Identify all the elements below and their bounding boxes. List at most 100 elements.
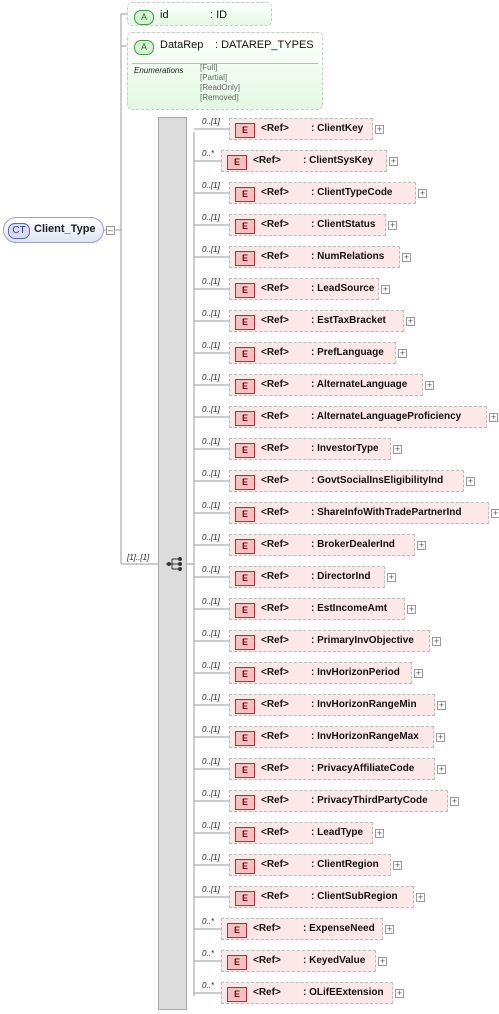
element-name: : PrefLanguage: [311, 347, 384, 358]
element-node[interactable]: E<Ref>: ShareInfoWithTradePartnerInd: [229, 502, 489, 524]
complex-type-node[interactable]: CT Client_Type: [3, 217, 104, 243]
expand-icon[interactable]: +: [375, 124, 384, 134]
expand-icon[interactable]: +: [388, 220, 397, 230]
element-name: : KeyedValue: [303, 955, 366, 966]
element-cardinality: 0..[1]: [202, 885, 220, 894]
expand-icon[interactable]: +: [450, 796, 459, 806]
element-badge: E: [235, 667, 255, 682]
element-badge: E: [235, 443, 255, 458]
expand-icon[interactable]: +: [381, 284, 390, 294]
element-node[interactable]: E<Ref>: ClientSysKey: [221, 150, 387, 172]
element-node[interactable]: E<Ref>: KeyedValue: [221, 950, 376, 972]
expand-icon[interactable]: +: [436, 732, 445, 742]
expand-icon[interactable]: +: [387, 572, 396, 582]
expand-icon[interactable]: +: [402, 252, 411, 262]
expand-icon[interactable]: +: [389, 156, 398, 166]
element-cardinality: 0..*: [202, 949, 215, 958]
attribute-id[interactable]: A id : ID: [127, 2, 272, 26]
element-node[interactable]: E<Ref>: PrefLanguage: [229, 342, 396, 364]
expand-icon[interactable]: +: [466, 476, 475, 486]
attribute-badge: A: [134, 10, 154, 25]
expand-icon[interactable]: +: [385, 924, 394, 934]
expand-icon[interactable]: +: [417, 540, 426, 550]
element-node[interactable]: E<Ref>: InvHorizonRangeMax: [229, 726, 434, 748]
expand-icon[interactable]: +: [395, 988, 404, 998]
expand-icon[interactable]: +: [407, 604, 416, 614]
sequence-cardinality: [1]..[1]: [127, 553, 150, 562]
element-ref-label: <Ref>: [261, 123, 289, 134]
element-node[interactable]: E <Ref> : InvHorizonPeriod: [229, 662, 412, 684]
element-node[interactable]: E<Ref>: EstTaxBracket: [229, 310, 404, 332]
element-name: : InvestorType: [311, 443, 379, 454]
expand-icon[interactable]: +: [375, 828, 384, 838]
element-ref-label: <Ref>: [261, 315, 289, 326]
expand-icon[interactable]: +: [437, 764, 446, 774]
element-node[interactable]: E<Ref>: ClientKey: [229, 118, 373, 140]
element-node[interactable]: E<Ref>: EstIncomeAmt: [229, 598, 405, 620]
element-node[interactable]: E<Ref>: GovtSocialInsEligibilityInd: [229, 470, 464, 492]
element-badge: E: [227, 987, 247, 1002]
element-ref-label: <Ref>: [261, 539, 289, 550]
expand-icon[interactable]: +: [425, 380, 434, 390]
expand-icon[interactable]: +: [416, 892, 425, 902]
element-node[interactable]: E<Ref>: ExpenseNeed: [221, 918, 383, 940]
element-badge: E: [235, 603, 255, 618]
expand-icon[interactable]: +: [398, 348, 407, 358]
element-badge: E: [235, 635, 255, 650]
element-ref-label: <Ref>: [261, 475, 289, 486]
element-node[interactable]: E <Ref> : PrimaryInvObjective: [229, 630, 430, 652]
element-cardinality: 0..[1]: [202, 821, 220, 830]
element-node[interactable]: E<Ref>: PrivacyAffiliateCode: [229, 758, 435, 780]
element-cardinality: 0..*: [202, 981, 215, 990]
element-badge: E: [235, 795, 255, 810]
element-node[interactable]: E<Ref>: ClientStatus: [229, 214, 386, 236]
expand-icon[interactable]: +: [406, 316, 415, 326]
element-node[interactable]: E<Ref>: AlternateLanguage: [229, 374, 423, 396]
element-name: : InvHorizonPeriod: [311, 667, 400, 678]
element-name: : OLifEExtension: [303, 987, 384, 998]
expand-icon[interactable]: +: [432, 636, 441, 646]
element-node[interactable]: E<Ref>: PrivacyThirdPartyCode: [229, 790, 448, 812]
element-badge: E: [235, 411, 255, 426]
element-badge: E: [235, 507, 255, 522]
element-node[interactable]: E<Ref>: InvestorType: [229, 438, 391, 460]
element-node[interactable]: E<Ref>: LeadType: [229, 822, 373, 844]
complex-type-collapse-toggle[interactable]: –: [106, 225, 115, 235]
element-name: : ShareInfoWithTradePartnerInd: [311, 507, 462, 518]
element-node[interactable]: E<Ref>: BrokerDealerInd: [229, 534, 415, 556]
enumeration-value: [Full]: [200, 63, 218, 72]
element-node[interactable]: E<Ref>: OLifEExtension: [221, 982, 393, 1004]
element-node[interactable]: E<Ref>: ClientTypeCode: [229, 182, 416, 204]
expand-icon[interactable]: +: [414, 668, 423, 678]
element-badge: E: [235, 571, 255, 586]
element-badge: E: [227, 923, 247, 938]
element-ref-label: <Ref>: [261, 635, 289, 646]
expand-icon[interactable]: +: [393, 860, 402, 870]
element-cardinality: 0..[1]: [202, 661, 220, 670]
sequence-compositor-icon[interactable]: [166, 557, 184, 571]
expand-icon[interactable]: +: [393, 444, 402, 454]
element-node[interactable]: E<Ref>: ClientRegion: [229, 854, 391, 876]
expand-icon[interactable]: +: [378, 956, 387, 966]
element-ref-label: <Ref>: [261, 699, 289, 710]
element-node[interactable]: E<Ref>: ClientSubRegion: [229, 886, 414, 908]
enumerations-label: Enumerations: [134, 66, 184, 75]
element-badge: E: [235, 219, 255, 234]
element-node[interactable]: E<Ref>: LeadSource: [229, 278, 379, 300]
attribute-datarep[interactable]: A DataRep : DATAREP_TYPES Enumerations […: [127, 32, 323, 110]
element-ref-label: <Ref>: [261, 667, 289, 678]
element-node[interactable]: E<Ref>: InvHorizonRangeMin: [229, 694, 435, 716]
element-badge: E: [227, 155, 247, 170]
element-cardinality: 0..[1]: [202, 757, 220, 766]
element-node[interactable]: E<Ref>: NumRelations: [229, 246, 400, 268]
element-badge: E: [235, 283, 255, 298]
element-node[interactable]: E<Ref>: DirectorInd: [229, 566, 385, 588]
element-node[interactable]: E<Ref>: AlternateLanguageProficiency: [229, 406, 487, 428]
expand-icon[interactable]: +: [418, 188, 427, 198]
expand-icon[interactable]: +: [489, 412, 498, 422]
element-badge: E: [235, 539, 255, 554]
expand-icon[interactable]: +: [437, 700, 446, 710]
element-name: : PrimaryInvObjective: [311, 635, 414, 646]
expand-icon[interactable]: +: [491, 508, 499, 518]
element-cardinality: 0..*: [202, 917, 215, 926]
